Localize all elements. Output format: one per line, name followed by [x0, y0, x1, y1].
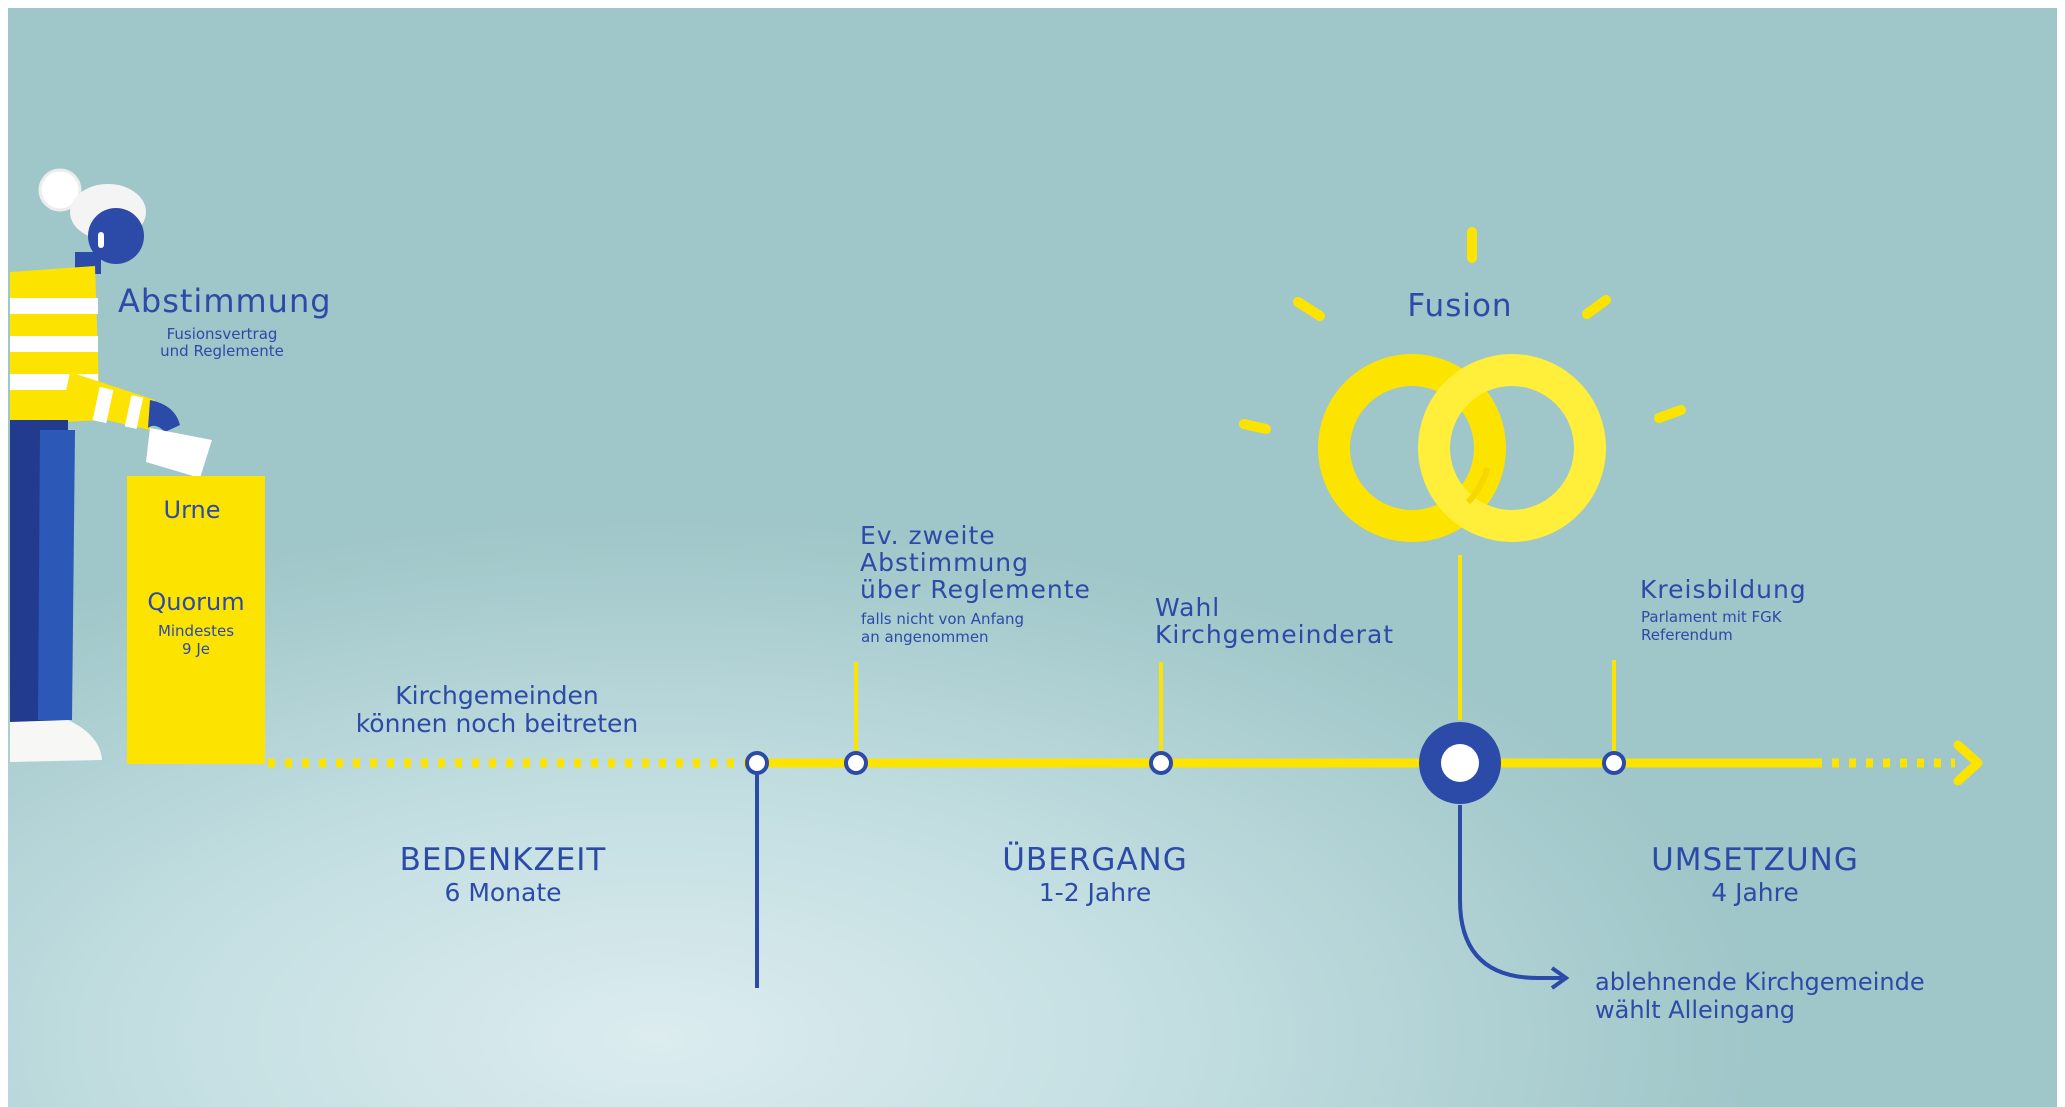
alleingang-arrow-icon: [1550, 966, 1570, 990]
vote-subtitle-line1: Fusionsvertrag: [166, 325, 278, 343]
second-vote-line3: über Reglemente: [860, 575, 1091, 604]
phase-duration: 1-2 Jahre: [1038, 878, 1152, 907]
quorum-sub: Mindestes 9 Je: [158, 622, 234, 658]
solo-note: ablehnende Kirchgemeinde wählt Alleingan…: [1595, 968, 1925, 1024]
phase-uebergang: ÜBERGANG 1-2 Jahre: [1002, 842, 1188, 907]
marker-election: [1149, 751, 1173, 775]
district-sub: Parlament mit FGK Referendum: [1641, 608, 1782, 644]
election-line1: Wahl: [1155, 593, 1221, 622]
wedding-rings-icon: [1318, 354, 1606, 542]
phase-bedenkzeit: BEDENKZEIT 6 Monate: [400, 842, 607, 907]
district-sub-line2: Referendum: [1641, 626, 1733, 644]
urn-label: Urne: [163, 496, 221, 524]
second-vote-sub: falls nicht von Anfang an angenommen: [861, 610, 1024, 646]
vote-title: Abstimmung: [118, 282, 332, 320]
second-vote-sub-line2: an angenommen: [861, 628, 989, 646]
marker-district: [1602, 751, 1626, 775]
background-panel: [8, 8, 2057, 1107]
timeline-arrow-icon: [1953, 740, 1983, 786]
phase-duration: 4 Jahre: [1711, 878, 1799, 907]
shine-rays-icon: [1239, 227, 1686, 434]
join-note: Kirchgemeinden können noch beitreten: [356, 682, 639, 738]
second-vote-sub-line1: falls nicht von Anfang: [861, 610, 1025, 628]
fusion-label: Fusion: [1407, 288, 1513, 324]
marker-end-bedenkzeit: [745, 751, 769, 775]
phase-title: BEDENKZEIT: [399, 842, 607, 878]
join-note-line1: Kirchgemeinden: [395, 681, 599, 710]
phase-title: UMSETZUNG: [1651, 842, 1859, 878]
phase-umsetzung: UMSETZUNG 4 Jahre: [1651, 842, 1859, 907]
solo-line2: wählt Alleingang: [1595, 996, 1796, 1024]
join-note-line2: können noch beitreten: [355, 709, 639, 738]
phase-duration: 6 Monate: [444, 878, 562, 907]
quorum-sub-line2: 9 Je: [182, 640, 210, 658]
marker-fusion-inner: [1441, 744, 1479, 782]
district-title: Kreisbildung: [1640, 575, 1807, 604]
solo-line1: ablehnende Kirchgemeinde: [1595, 968, 1925, 996]
election-label: Wahl Kirchgemeinderat: [1155, 594, 1394, 648]
election-line2: Kirchgemeinderat: [1155, 620, 1395, 649]
second-vote-line2: Abstimmung: [860, 548, 1030, 577]
marker-second-vote: [844, 751, 868, 775]
district-sub-line1: Parlament mit FGK: [1641, 608, 1782, 626]
ballot-urn: [127, 476, 265, 764]
alleingang-branch: [1458, 805, 1562, 980]
vote-subtitle: Fusionsvertrag und Reglemente: [160, 326, 284, 360]
vote-subtitle-line2: und Reglemente: [160, 342, 284, 360]
voter-figure-icon: [10, 168, 212, 762]
quorum-label: Quorum: [147, 588, 245, 616]
second-vote-line1: Ev. zweite: [860, 521, 996, 550]
phase-title: ÜBERGANG: [1002, 842, 1188, 878]
quorum-sub-line1: Mindestes: [157, 622, 235, 640]
second-vote-label: Ev. zweite Abstimmung über Reglemente: [860, 522, 1091, 603]
